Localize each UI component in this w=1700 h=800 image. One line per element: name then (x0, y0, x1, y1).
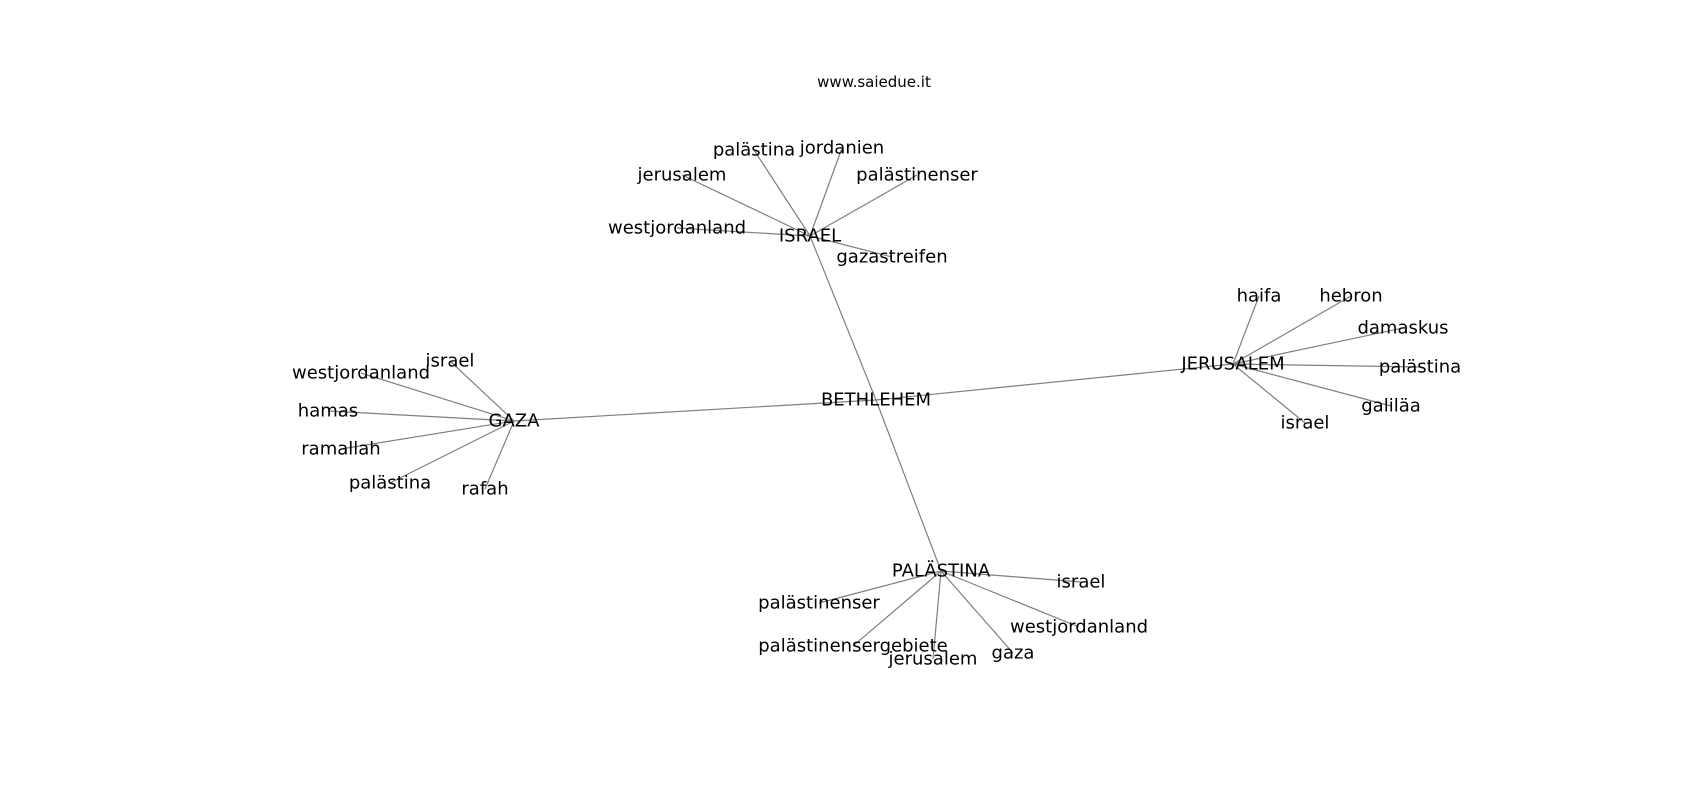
node-label-isr-gazastreifen: gazastreifen (836, 247, 947, 268)
edge-jerusalem-jer-palaestina (1232, 363, 1421, 368)
node-label-gaz-westjordanland: westjordanland (292, 363, 430, 384)
caption-text: www.saiedue.it (817, 73, 931, 91)
edge-palaestina-pal-westjordanland (940, 570, 1080, 628)
edge-jerusalem-jer-haifa (1232, 295, 1260, 365)
edge-israel-isr-palaestinenser (809, 174, 918, 237)
node-label-jer-damaskus: damaskus (1357, 318, 1448, 339)
edge-gaza-gaz-israel (449, 360, 515, 422)
node-label-gaz-palaestina: palästina (349, 473, 431, 494)
node-label-pal-palaestinensergebiete: palästinensergebiete (758, 636, 947, 657)
node-label-jer-galilaea: galiläa (1361, 396, 1421, 417)
edge-israel-isr-westjordanland (676, 227, 811, 237)
edge-palaestina-pal-gaza (940, 570, 1014, 654)
edge-jerusalem-jer-galilaea (1232, 363, 1392, 407)
edge-gaza-gaz-westjordanland (360, 372, 515, 422)
edge-gaza-gaz-hamas (327, 410, 515, 422)
edge-bethlehem-gaza (513, 399, 877, 422)
edge-bethlehem-palaestina (875, 399, 942, 572)
node-label-gaz-hamas: hamas (298, 401, 358, 422)
edge-jerusalem-jer-damaskus (1232, 327, 1404, 365)
edge-palaestina-pal-israel (940, 570, 1082, 583)
edge-israel-isr-jerusalem (681, 174, 811, 237)
node-label-jer-hebron: hebron (1319, 286, 1382, 307)
edge-bethlehem-jerusalem (875, 363, 1234, 401)
node-label-gaz-ramallah: ramallah (301, 439, 380, 460)
edge-israel-isr-gazastreifen (809, 235, 893, 258)
edge-bethlehem-israel (809, 235, 877, 401)
edge-palaestina-pal-jerusalem (932, 570, 942, 660)
node-label-gaza: GAZA (489, 411, 541, 432)
edge-israel-isr-jordanien (809, 147, 843, 237)
edge-israel-isr-palaestina (753, 149, 811, 237)
node-label-isr-palaestinenser: palästinenser (856, 165, 978, 186)
edge-gaza-gaz-ramallah (340, 420, 515, 450)
node-label-gaz-israel: israel (426, 351, 475, 372)
node-label-isr-palaestina: palästina (713, 140, 795, 161)
node-label-jer-haifa: haifa (1237, 286, 1282, 307)
node-label-isr-westjordanland: westjordanland (608, 218, 746, 239)
edge-gaza-gaz-palaestina (389, 420, 515, 484)
node-label-isr-jerusalem: jerusalem (637, 165, 727, 186)
edge-jerusalem-jer-israel (1232, 363, 1306, 424)
node-label-bethlehem: BETHLEHEM (821, 390, 931, 411)
edge-palaestina-pal-palaestinenser (818, 570, 942, 604)
node-label-pal-palaestinenser: palästinenser (758, 593, 880, 614)
node-label-palaestina: PALÄSTINA (892, 561, 991, 582)
node-label-pal-westjordanland: westjordanland (1010, 617, 1148, 638)
node-label-pal-jerusalem: jerusalem (888, 649, 978, 670)
edge-gaza-gaz-rafah (484, 420, 515, 490)
graph-nodes: BETHLEHEM ISRAEL GAZA JERUSALEM PALÄSTINA pal… (292, 138, 1461, 670)
graph-edges (327, 147, 1421, 660)
node-label-pal-israel: israel (1057, 572, 1106, 593)
edge-jerusalem-jer-hebron (1232, 295, 1352, 365)
node-label-pal-gaza: gaza (992, 643, 1035, 664)
node-label-jer-israel: israel (1281, 413, 1330, 434)
node-label-jerusalem: JERUSALEM (1180, 354, 1284, 375)
node-label-israel: ISRAEL (779, 226, 841, 247)
node-label-gaz-rafah: rafah (461, 479, 508, 500)
node-label-jer-palaestina: palästina (1379, 357, 1461, 378)
edge-palaestina-pal-palaestinensergebiete (852, 570, 942, 647)
node-label-isr-jordanien: jordanien (799, 138, 884, 159)
